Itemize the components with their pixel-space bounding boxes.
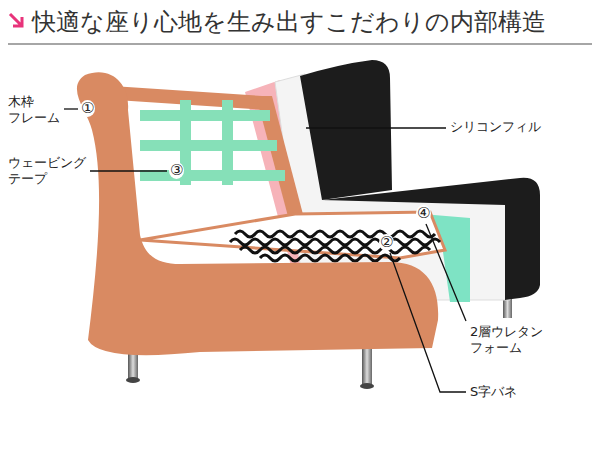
s-spring [260,255,400,261]
part-label: 木枠 フレーム [8,94,60,127]
s-spring [230,239,440,245]
leader-line [64,108,78,109]
webbing-tape [222,100,233,185]
s-springs [230,231,440,261]
diagram-title: 快適な座り心地を生み出すこだわりの内部構造 [32,8,546,37]
callout-number: ④ [416,205,431,222]
part-label: S字バネ [470,384,517,400]
title-underline [8,43,592,45]
leader-line [306,127,446,128]
part-label: 2層ウレタン フォーム [470,324,543,357]
title-arrow [10,14,22,26]
leg-foot [126,377,140,383]
s-spring [235,231,435,237]
leader-line [426,224,466,321]
leg-foot [360,383,374,389]
callout-number: ③ [169,162,184,179]
sofa-leg [362,346,372,386]
webbing-tape [140,110,270,121]
seat-deck [140,212,445,258]
part-label: シリコンフィル [450,119,541,135]
leader-line [390,253,466,392]
sofa-arm-frame [77,72,438,355]
s-spring [240,247,430,253]
leader-lines [64,109,466,392]
callout-number: ② [379,234,394,251]
callout-number: ① [80,100,95,117]
part-label: ウェービング テープ [8,155,86,188]
webbing-tape [140,140,277,151]
back-cushion [300,60,392,200]
leader-line [90,170,167,171]
